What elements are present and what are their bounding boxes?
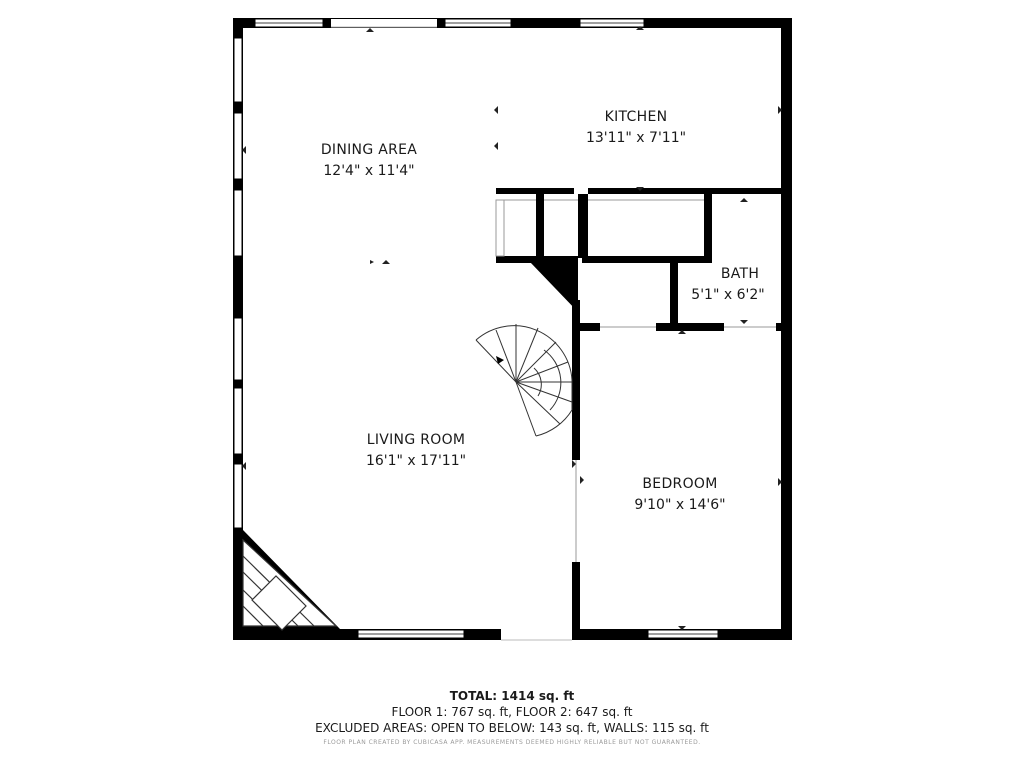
excluded-areas: EXCLUDED AREAS: OPEN TO BELOW: 143 sq. f…	[315, 721, 709, 735]
window	[233, 112, 243, 180]
floor-plan: DINING AREA 12'4" x 11'4" KITCHEN 13'11"…	[233, 18, 792, 641]
wall-pantry	[704, 194, 712, 262]
room-dims-bath: 5'1" x 6'2"	[691, 287, 764, 303]
room-name-bath: BATH	[721, 266, 759, 282]
stair-mid-arc	[543, 349, 562, 411]
stair-arc	[475, 325, 573, 437]
stair-inner-arc	[533, 367, 542, 397]
spiral-staircase	[475, 324, 573, 437]
stair-corner	[530, 262, 578, 312]
marker	[778, 106, 782, 114]
marker	[636, 187, 644, 191]
stair-tread	[515, 341, 557, 383]
window	[233, 387, 243, 455]
wall-bedroom-left	[572, 562, 580, 632]
marker	[572, 460, 576, 468]
room-dims-dining: 12'4" x 11'4"	[323, 163, 414, 179]
wall-pantry	[578, 194, 588, 258]
wall-closet-bottom	[582, 256, 712, 263]
window	[233, 189, 243, 257]
wall-bath-bottom	[776, 323, 786, 331]
room-name-living: LIVING ROOM	[367, 432, 466, 448]
stair-tread	[515, 361, 569, 383]
marker	[580, 476, 584, 484]
marker	[740, 198, 748, 202]
stair-tread	[515, 381, 561, 425]
stair-tread	[475, 339, 517, 383]
wall-pantry-bottom	[496, 256, 578, 263]
stair-tread	[515, 381, 573, 403]
fixtures	[495, 199, 776, 562]
marker	[778, 478, 782, 486]
marker	[494, 142, 498, 150]
wall-bath-bottom	[656, 323, 724, 331]
marker	[678, 626, 686, 630]
marker	[382, 260, 390, 264]
room-name-dining: DINING AREA	[321, 142, 417, 158]
wall-bath-bottom	[572, 323, 600, 331]
wall-bath-left	[670, 262, 678, 328]
interior-walls	[496, 188, 786, 632]
hearth-line	[242, 605, 264, 627]
room-dims-kitchen: 13'11" x 7'11"	[586, 130, 686, 146]
marker	[740, 320, 748, 324]
marker	[366, 28, 374, 32]
floor-areas: FLOOR 1: 767 sq. ft, FLOOR 2: 647 sq. ft	[391, 705, 633, 719]
stair-arrow	[496, 356, 504, 364]
marker	[242, 146, 246, 154]
window	[233, 463, 243, 529]
total-area: TOTAL: 1414 sq. ft	[449, 689, 575, 703]
room-dims-living: 16'1" x 17'11"	[366, 453, 466, 469]
marker	[678, 330, 686, 334]
pantry-door	[495, 199, 505, 257]
room-name-bedroom: BEDROOM	[642, 476, 717, 492]
stair-tread	[515, 381, 537, 437]
window	[233, 37, 243, 103]
markers	[242, 26, 782, 630]
window	[233, 317, 243, 381]
wall-kitchen-bottom	[496, 188, 574, 194]
marker	[636, 26, 644, 30]
room-name-kitchen: KITCHEN	[605, 109, 668, 125]
wall-pantry	[536, 194, 544, 258]
stair-tread	[515, 327, 539, 383]
corner-fireplace	[242, 530, 340, 631]
marker	[242, 462, 246, 470]
wall-kitchen-bottom	[588, 188, 786, 194]
fireplace-box	[251, 575, 307, 631]
wall-right	[781, 18, 792, 640]
disclaimer: FLOOR PLAN CREATED BY CUBICASA APP. MEAS…	[323, 739, 701, 746]
marker	[370, 260, 374, 264]
stair-tread	[495, 329, 517, 383]
wall-bedroom-left	[572, 300, 580, 460]
wall-top	[233, 18, 792, 28]
marker	[494, 106, 498, 114]
area-summary: TOTAL: 1414 sq. ft FLOOR 1: 767 sq. ft, …	[0, 688, 1024, 748]
opening-top	[331, 19, 437, 27]
room-dims-bedroom: 9'10" x 14'6"	[634, 497, 725, 513]
